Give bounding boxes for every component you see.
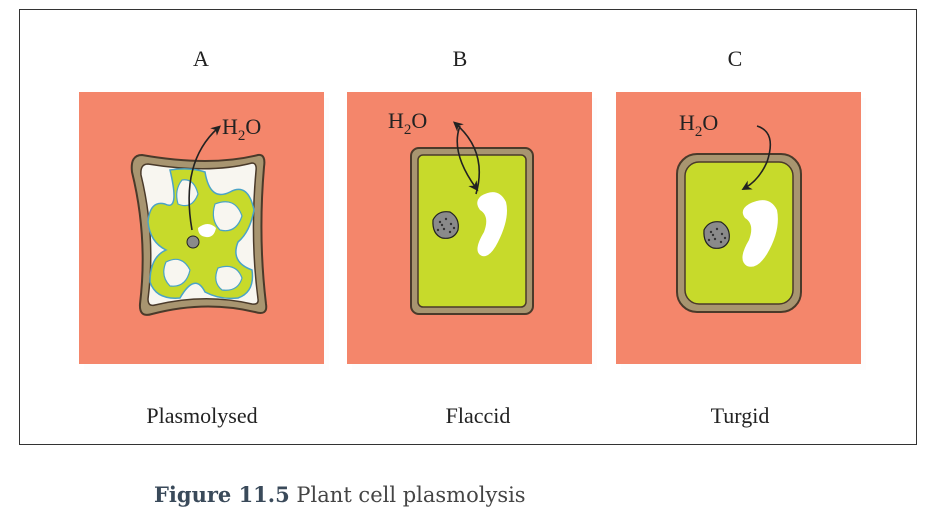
panel-caption-flaccid: Flaccid	[445, 403, 511, 428]
water-in-arrow	[741, 125, 772, 190]
figure-caption: Figure 11.5 Plant cell plasmolysis	[154, 482, 526, 507]
panel-letter-a: A	[193, 46, 209, 71]
nucleus	[186, 235, 200, 249]
nucleus	[703, 221, 730, 249]
panel-letter-c: C	[727, 46, 743, 71]
central-vacuole	[198, 224, 216, 238]
vacuole-pocket	[215, 265, 243, 291]
cytoplasm	[417, 154, 527, 308]
vacuole	[477, 192, 507, 257]
chromatin-dots	[707, 227, 727, 244]
water-in-arrow	[456, 125, 479, 192]
cytoplasm	[684, 161, 794, 305]
vacuole-pocket	[163, 258, 191, 287]
nucleus	[432, 211, 459, 239]
flaccid-cell-diagram: H2O	[347, 92, 597, 370]
vacuole	[742, 200, 778, 267]
water-out-arrow	[188, 125, 221, 231]
plasmolysed-cell-diagram: H2O	[79, 92, 329, 370]
figure-number: Figure 11.5	[154, 482, 290, 507]
panel-caption-plasmolysed: Plasmolysed	[146, 403, 258, 428]
turgid-cell-diagram: H2O	[616, 92, 866, 370]
panel-letter-b: B	[452, 46, 468, 71]
vacuole-pocket	[212, 201, 243, 232]
panel-caption-turgid: Turgid	[710, 403, 770, 428]
chromatin-dots	[436, 217, 456, 234]
figure-frame: A B C H2O	[19, 9, 917, 445]
h2o-label: H2O	[222, 114, 261, 144]
h2o-label: H2O	[388, 108, 427, 138]
h2o-label: H2O	[679, 110, 718, 140]
figure-title: Plant cell plasmolysis	[296, 483, 526, 507]
